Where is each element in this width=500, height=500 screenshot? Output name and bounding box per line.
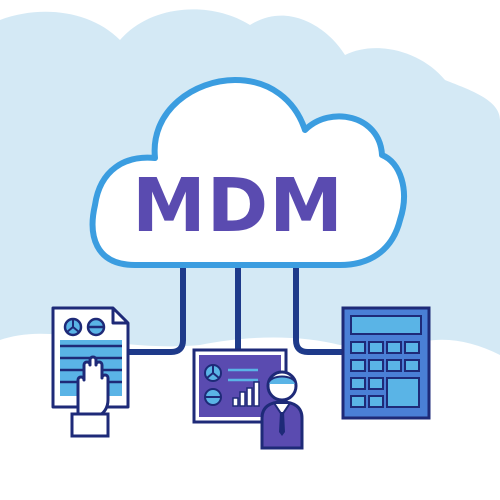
cloud-shape [89, 77, 407, 268]
connector-left [125, 265, 186, 355]
cloud-title: MDM [132, 163, 344, 249]
connector-lines [125, 265, 347, 355]
calculator-icon [341, 306, 431, 420]
presenter-person-icon [260, 370, 304, 450]
document-with-hand-icon [51, 306, 130, 438]
connector-right [293, 265, 347, 355]
